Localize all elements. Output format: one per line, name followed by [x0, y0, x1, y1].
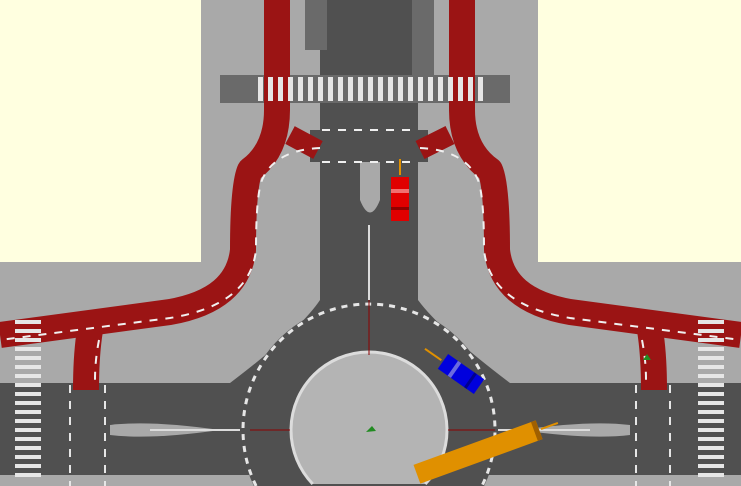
zebra-stripe — [698, 338, 724, 342]
zebra-stripe — [698, 464, 724, 468]
zebra-stripe — [698, 455, 724, 459]
zebra-stripe — [428, 77, 433, 101]
block-top-right — [538, 0, 741, 262]
zebra-stripe — [268, 77, 273, 101]
zebra-stripe — [448, 77, 453, 101]
zebra-stripe — [15, 464, 41, 468]
block-top-left — [0, 0, 201, 262]
zebra-stripe — [15, 365, 41, 369]
zebra-stripe — [338, 77, 343, 101]
zebra-stripe — [348, 77, 353, 101]
zebra-stripe — [15, 473, 41, 477]
zebra-stripe — [298, 77, 303, 101]
bike-lane-markings — [0, 129, 741, 486]
zebra-stripe — [698, 437, 724, 441]
zebra-stripe — [15, 446, 41, 450]
zebra-crossings — [15, 77, 724, 477]
zebra-stripe — [15, 392, 41, 396]
zebra-stripe — [698, 419, 724, 423]
zebra-stripe — [698, 410, 724, 414]
vehicle-red-car[interactable] — [391, 159, 409, 221]
zebra-stripe — [418, 77, 423, 101]
zebra-stripe — [438, 77, 443, 101]
zebra-stripe — [408, 77, 413, 101]
vehicle-bus[interactable] — [413, 414, 561, 484]
zebra-stripe — [698, 347, 724, 351]
vehicle-blue-car[interactable] — [420, 341, 485, 394]
zebra-stripe — [458, 77, 463, 101]
zebra-stripe — [358, 77, 363, 101]
pedestrian[interactable] — [366, 354, 651, 432]
zebra-stripe — [308, 77, 313, 101]
zebra-stripe — [478, 77, 483, 101]
zebra-stripe — [698, 356, 724, 360]
zebra-stripe — [15, 401, 41, 405]
zebra-stripe — [698, 374, 724, 378]
heading-arrow-icon — [540, 421, 559, 431]
zebra-stripe — [698, 473, 724, 477]
zebra-stripe — [15, 374, 41, 378]
zebra-stripe — [288, 77, 293, 101]
zebra-stripe — [698, 329, 724, 333]
zebra-stripe — [698, 428, 724, 432]
zebra-stripe — [318, 77, 323, 101]
zebra-stripe — [698, 320, 724, 324]
zebra-stripe — [15, 419, 41, 423]
zebra-stripe — [378, 77, 383, 101]
zebra-stripe — [278, 77, 283, 101]
zebra-stripe — [15, 320, 41, 324]
zebra-stripe — [15, 356, 41, 360]
zebra-stripe — [15, 347, 41, 351]
bike-crossing — [310, 130, 428, 162]
zebra-stripe — [15, 329, 41, 333]
zebra-stripe — [698, 401, 724, 405]
zebra-stripe — [15, 410, 41, 414]
zebra-stripe — [698, 392, 724, 396]
zebra-stripe — [15, 437, 41, 441]
zebra-stripe — [698, 383, 724, 387]
zebra-stripe — [15, 338, 41, 342]
zebra-stripe — [368, 77, 373, 101]
zebra-stripe — [258, 77, 263, 101]
zebra-stripe — [328, 77, 333, 101]
zebra-stripe — [398, 77, 403, 101]
zebra-stripe — [388, 77, 393, 101]
zebra-stripe — [698, 446, 724, 450]
zebra-stripe — [698, 365, 724, 369]
zebra-stripe — [15, 428, 41, 432]
zebra-stripe — [15, 383, 41, 387]
zebra-stripe — [468, 77, 473, 101]
heading-arrow-icon — [424, 347, 442, 362]
zebra-stripe — [15, 455, 41, 459]
